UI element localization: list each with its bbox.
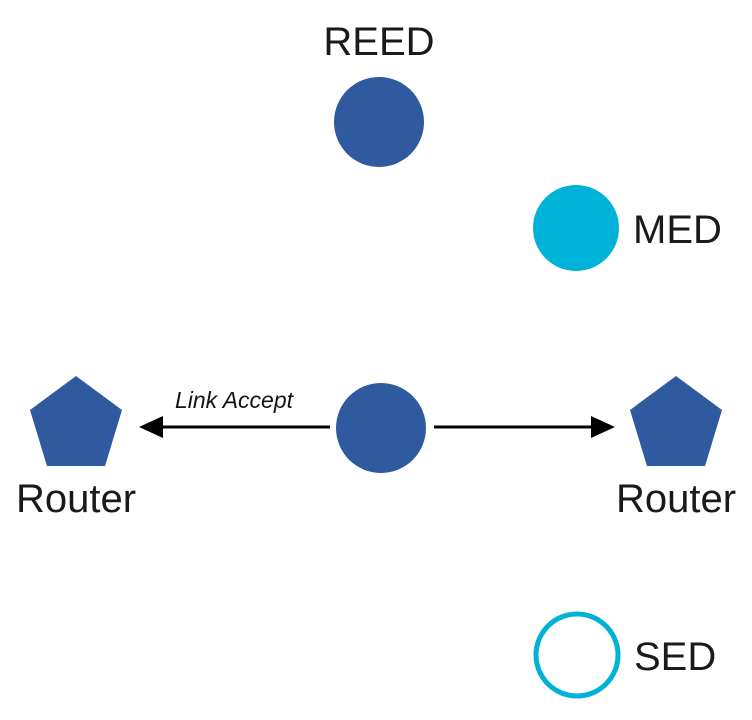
center-circle-icon bbox=[336, 383, 426, 473]
node-label-reed: REED bbox=[323, 20, 434, 64]
node-sed: SED bbox=[533, 611, 716, 699]
node-label-router-left: Router bbox=[16, 477, 136, 521]
node-label-router-right: Router bbox=[616, 477, 736, 521]
node-reed: REED bbox=[323, 20, 435, 167]
arrow-head-right bbox=[591, 416, 615, 438]
node-router-right: Router bbox=[616, 376, 736, 521]
router-pentagon-icon-left bbox=[30, 376, 122, 466]
node-router-left: Router bbox=[16, 376, 136, 521]
edge-label-link-accept: Link Accept bbox=[175, 387, 295, 413]
arrow-head-left bbox=[139, 416, 163, 438]
node-label-med: MED bbox=[633, 208, 722, 252]
node-label-sed: SED bbox=[634, 635, 716, 679]
edge-center-right-router bbox=[434, 416, 615, 438]
node-med: MED bbox=[533, 185, 722, 271]
reed-circle-icon bbox=[334, 77, 424, 167]
router-pentagon-icon-right bbox=[630, 376, 722, 466]
sed-ring-icon bbox=[533, 611, 621, 699]
med-circle-icon bbox=[533, 185, 619, 271]
edge-link-accept: Link Accept bbox=[139, 387, 330, 438]
node-center bbox=[336, 383, 426, 473]
